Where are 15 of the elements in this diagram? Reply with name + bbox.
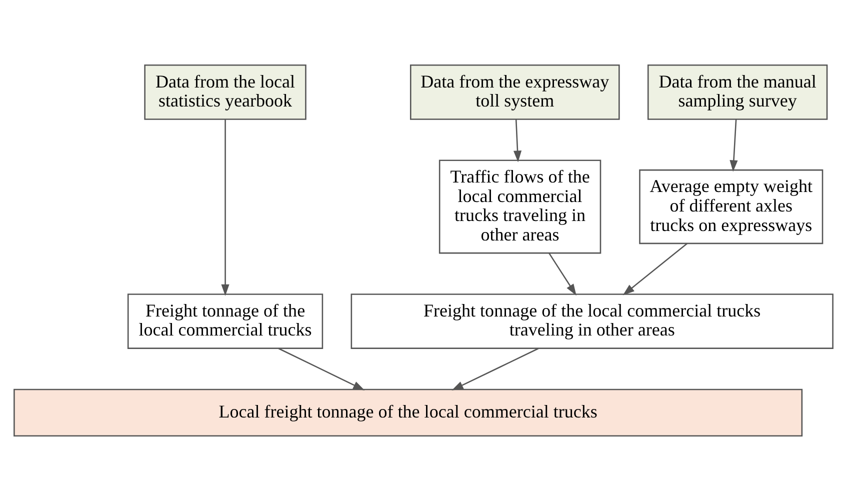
arrow — [278, 348, 365, 390]
node-box: Data from the manual sampling survey — [647, 64, 828, 120]
node-box: Data from the local statistics yearbook — [144, 64, 306, 120]
node-box: Freight tonnage of the local commercial trucks traveling in other areas — [350, 294, 834, 349]
node-box: Traffic flows of the local commercial trucks traveling in other areas — [438, 160, 602, 254]
arrow — [548, 252, 576, 296]
node-box: Freight tonnage of the local commercial trucks — [127, 294, 324, 349]
arrow — [730, 119, 738, 172]
node-box: Average empty weight of different axles trucks on expressways — [639, 169, 824, 244]
arrow — [452, 348, 539, 390]
arrow — [622, 242, 688, 296]
arrow — [513, 119, 522, 162]
arrow — [221, 119, 230, 296]
node-box: Data from the expressway toll system — [410, 64, 620, 120]
node-box: Local freight tonnage of the local commercial trucks — [14, 388, 803, 436]
